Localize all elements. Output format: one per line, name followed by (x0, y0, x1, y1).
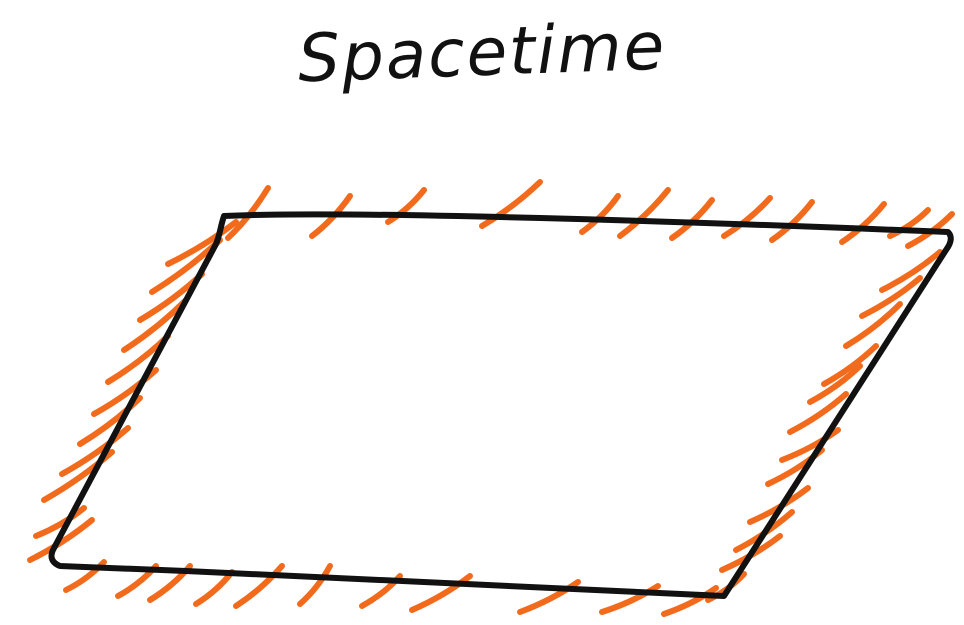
hatch-mark (297, 563, 333, 607)
hatch-mark (669, 197, 715, 241)
hatch-mark (517, 579, 581, 615)
boundary-hatching (27, 179, 955, 617)
hatch-mark (193, 569, 235, 607)
hatch-mark (165, 219, 239, 267)
hatch-mark (839, 201, 887, 245)
hatch-mark (843, 301, 903, 349)
hatch-mark (599, 583, 661, 615)
hatch-mark (33, 505, 87, 539)
hatch-mark (807, 363, 863, 405)
hatch-mark (409, 573, 473, 613)
hatch-mark (27, 517, 95, 563)
hatch-mark (661, 585, 719, 617)
hatch-mark (721, 195, 773, 239)
hatch-mark (617, 187, 671, 239)
hatch-mark (77, 395, 143, 447)
hatch-mark (385, 187, 427, 225)
hatch-mark (787, 391, 849, 435)
hatch-mark (479, 179, 543, 229)
hatch-mark (779, 427, 841, 463)
hatch-mark (887, 207, 931, 239)
hatch-mark (821, 343, 879, 387)
hatch-mark (579, 193, 621, 235)
hatch-mark (309, 193, 353, 239)
hatch-mark (91, 367, 159, 417)
spacetime-outline (48, 211, 954, 599)
hatch-mark (859, 275, 923, 319)
hatch-mark (769, 199, 815, 243)
hatch-mark (233, 563, 285, 609)
hatch-mark (41, 449, 115, 503)
hatch-mark (879, 249, 943, 293)
hatch-mark (59, 425, 131, 477)
